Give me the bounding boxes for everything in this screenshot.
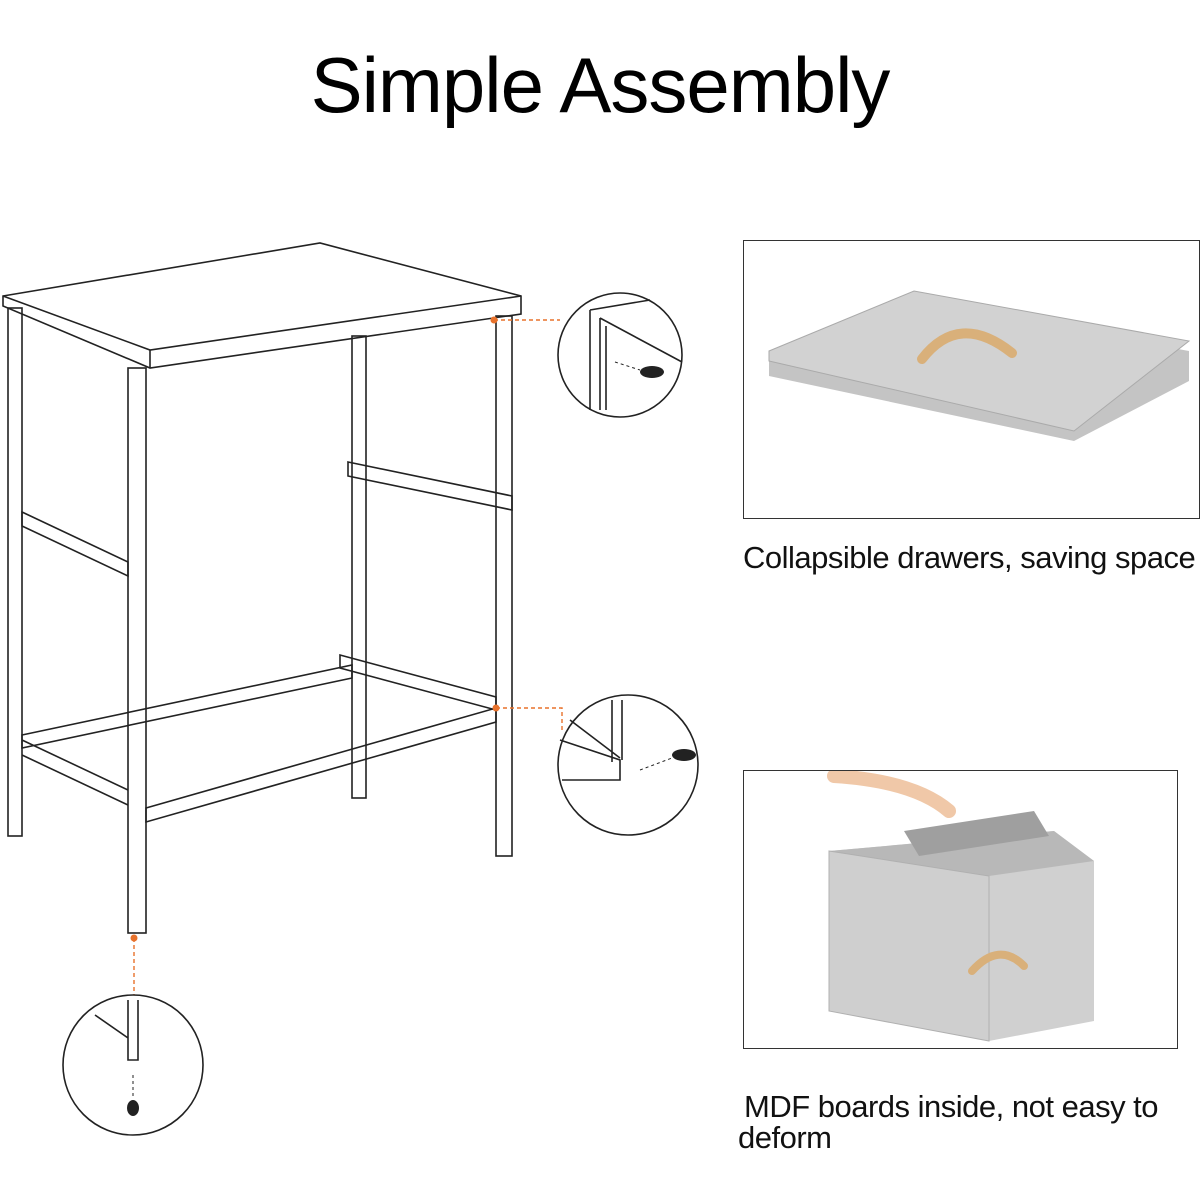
open-drawer-panel xyxy=(743,770,1178,1049)
caption-mdf-boards: MDF boards inside, not easy to deform xyxy=(738,1089,1159,1155)
leg-front-left xyxy=(127,367,147,934)
leg-front-right xyxy=(495,315,513,857)
detail-circle-top xyxy=(557,292,683,418)
page-title: Simple Assembly xyxy=(310,41,891,129)
caption-collapsible-drawers: Collapsible drawers, saving space xyxy=(743,540,1196,575)
tabletop xyxy=(2,242,522,369)
detail-circle-bottom-frame xyxy=(557,694,699,836)
collapsed-drawer-panel xyxy=(743,240,1200,519)
open-drawer-image xyxy=(827,771,1094,1042)
leg-back-right xyxy=(351,335,367,799)
detail-circle-foot xyxy=(62,994,204,1136)
collapsed-drawer-image xyxy=(768,290,1191,441)
leg-back-left xyxy=(7,307,23,837)
